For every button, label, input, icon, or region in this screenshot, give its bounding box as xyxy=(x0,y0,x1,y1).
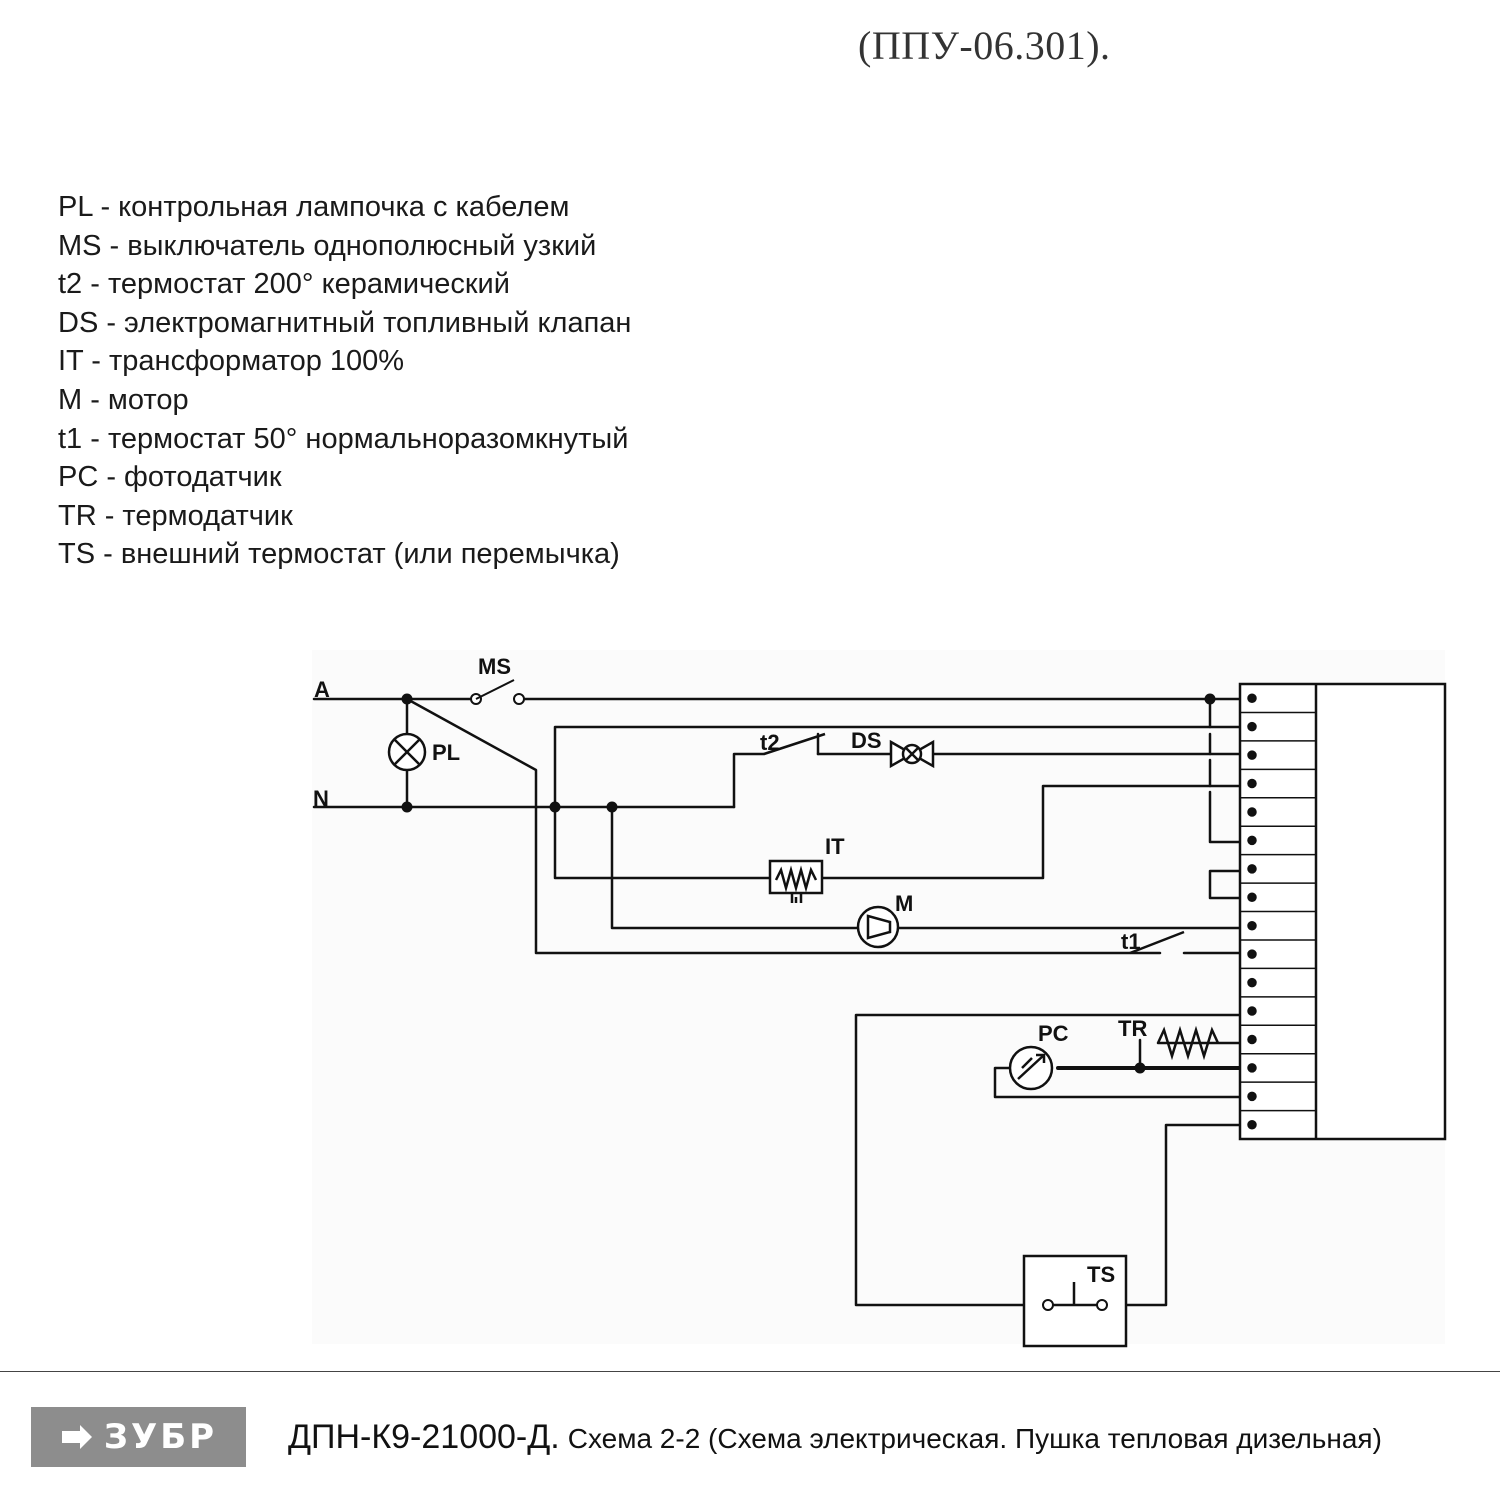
legend-item-pl: PL - контрольная лампочка с кабелем xyxy=(58,191,570,223)
label-pl: PL xyxy=(432,740,460,765)
label-t2: t2 xyxy=(760,730,780,755)
ms-switch-symbol xyxy=(470,679,525,705)
legend-item-ts: TS - внешний термостат (или перемычка) xyxy=(58,538,620,571)
terminal-contact xyxy=(1247,1091,1257,1102)
legend-item-m: M - мотор xyxy=(58,383,189,416)
t2-feed-wire xyxy=(553,725,1242,809)
legend-item-it: IT - трансформатор 100% xyxy=(58,345,405,378)
legend-item-pc: PC - фотодатчик xyxy=(58,461,282,494)
terminal-contact xyxy=(1247,693,1257,703)
label-line-a: A xyxy=(314,677,330,702)
scheme-description: Схема 2-2 (Схема электрическая. Пушка те… xyxy=(567,1423,1382,1454)
junction-dots xyxy=(401,693,1216,1074)
it-wire xyxy=(553,784,1242,880)
terminal-contact xyxy=(1247,920,1257,931)
jumper-loop xyxy=(1208,869,1242,900)
legend-item-t2: t2 - термостат 200° керамический xyxy=(58,268,510,301)
legend-item-ms: MS - выключатель однополюсный узкий xyxy=(58,229,597,262)
terminal-contact xyxy=(1247,721,1257,732)
tr-sensor-symbol xyxy=(1156,1025,1220,1061)
terminal-contact xyxy=(1247,778,1257,789)
it-transformer-symbol xyxy=(768,859,824,903)
terminal-contact xyxy=(1247,835,1257,846)
pc-wire-b xyxy=(993,1066,1242,1099)
t1-switch-symbol xyxy=(1129,930,1185,955)
motor-wire xyxy=(610,805,1242,930)
terminal-contact xyxy=(1247,1006,1257,1016)
terminal-contact xyxy=(1247,1034,1257,1045)
label-m: M xyxy=(895,891,913,916)
arrow-icon xyxy=(61,1425,92,1449)
legend-item-tr: TR - термодатчик xyxy=(58,499,293,532)
label-it: IT xyxy=(825,834,845,859)
t2-left-wire xyxy=(732,752,766,809)
jumper-d xyxy=(1208,790,1242,844)
ts-left-wire xyxy=(854,1013,1242,1307)
label-ds: DS xyxy=(851,728,882,753)
label-line-n: N xyxy=(313,786,329,811)
document-reference: (ППУ-06.301). xyxy=(858,23,1111,68)
label-ms: MS xyxy=(478,654,511,679)
footer-caption: ДПН-К9-21000-Д.Схема 2-2 (Схема электрич… xyxy=(288,1418,1382,1457)
motor-symbol xyxy=(856,905,900,949)
wiring-diagram: A N MS PL t2 DS IT M t1 PC TR TS xyxy=(312,654,1447,1348)
pl-lamp-symbol xyxy=(387,732,427,772)
ds-valve-symbol xyxy=(889,739,935,769)
brand-name: ЗУБР xyxy=(103,1417,218,1457)
t1-branch-wire xyxy=(405,697,1162,955)
label-t1: t1 xyxy=(1121,929,1141,954)
footer-divider xyxy=(0,1371,1500,1372)
terminal-contact xyxy=(1247,949,1257,959)
label-pc: PC xyxy=(1038,1021,1069,1046)
label-ts: TS xyxy=(1087,1262,1115,1287)
terminal-contact xyxy=(1247,977,1257,988)
terminal-contact xyxy=(1247,864,1257,874)
pc-photosensor-symbol xyxy=(1008,1045,1054,1091)
terminal-contact xyxy=(1247,1063,1257,1073)
legend-item-ds: DS - электромагнитный топливный клапан xyxy=(58,306,632,339)
model-code: ДПН-К9-21000-Д. xyxy=(288,1418,560,1456)
terminal-contact xyxy=(1247,807,1257,817)
t2-switch-symbol xyxy=(763,732,826,756)
terminal-rows xyxy=(1240,693,1316,1130)
brand-logo: ЗУБР xyxy=(31,1407,246,1467)
terminal-contact xyxy=(1247,1120,1257,1130)
terminal-contact xyxy=(1247,750,1257,760)
label-tr: TR xyxy=(1118,1016,1147,1041)
legend-item-t1: t1 - термостат 50° нормальноразомкнутый xyxy=(58,422,629,455)
terminal-contact xyxy=(1247,892,1257,903)
component-legend: PL - контрольная лампочка с кабелем MS -… xyxy=(58,188,631,574)
ts-thermostat-symbol xyxy=(1022,1254,1128,1348)
ts-right-wire xyxy=(1106,1123,1242,1307)
